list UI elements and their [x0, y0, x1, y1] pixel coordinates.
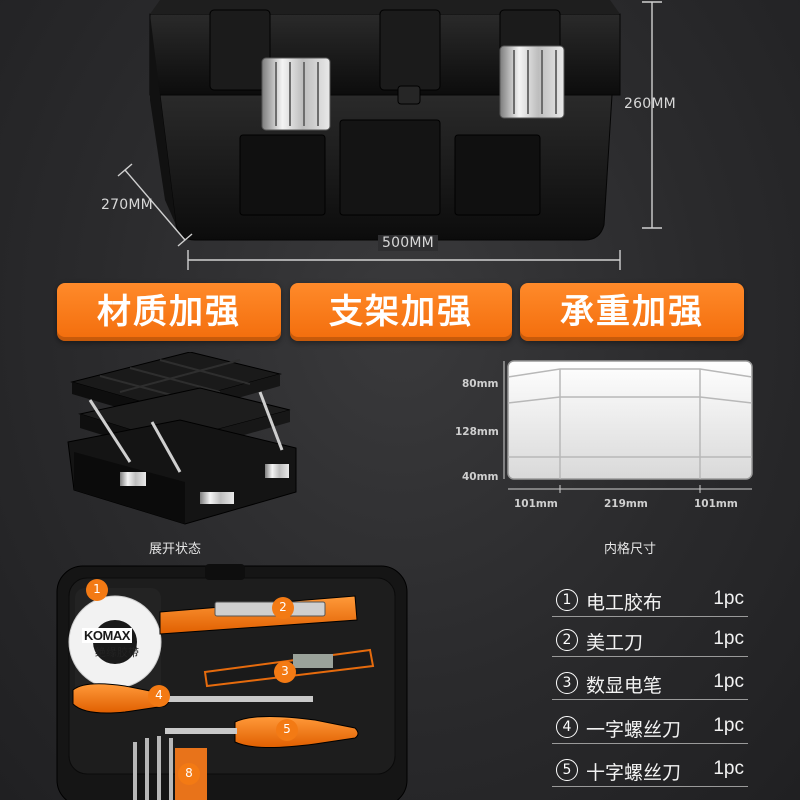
tool-row-4: 4 一字螺丝刀 1pc [552, 713, 748, 744]
tool-number-badge: 4 [556, 716, 578, 738]
compartment-height-top: 80mm [462, 378, 499, 390]
tool-name: 数显电笔 [586, 675, 663, 697]
tool-row-1: 1 电工胶布 1pc [552, 586, 748, 617]
banner-load: 承重加强 [520, 283, 744, 341]
tool-quantity: 1pc [713, 628, 744, 649]
compartment-caption: 内格尺寸 [603, 542, 656, 557]
tool-quantity: 1pc [713, 588, 744, 609]
tool-row-2: 2 美工刀 1pc [552, 626, 748, 657]
compartment-width-center: 219mm [604, 498, 648, 510]
tool-name: 电工胶布 [586, 592, 663, 614]
compartment-height-bottom: 40mm [462, 471, 499, 483]
tool-quantity: 1pc [713, 758, 744, 779]
width-dimension-label: 500MM [378, 235, 438, 251]
tool-row-5: 5 十字螺丝刀 1pc [552, 756, 748, 787]
tool-number-badge: 1 [556, 589, 578, 611]
badge-2: 2 [279, 600, 287, 614]
tool-kit-case: KOMAX 绝缘胶带 1 2 3 4 5 8 [55, 562, 410, 800]
tool-quantity: 1pc [713, 715, 744, 736]
tool-quantity: 1pc [713, 671, 744, 692]
tool-number-badge: 2 [556, 629, 578, 651]
tool-name: 一字螺丝刀 [586, 719, 682, 741]
komax-tape-logo [71, 592, 161, 630]
open-state-caption: 展开状态 [148, 542, 201, 557]
badge-8: 8 [185, 766, 193, 780]
banner-support: 支架加强 [290, 283, 512, 341]
tool-row-3: 3 数显电笔 1pc [552, 669, 748, 700]
tape-label: 绝缘胶带 [95, 646, 139, 659]
toolbox-illustration [117, 0, 662, 270]
depth-dimension-label: 270MM [101, 197, 153, 213]
tool-name: 十字螺丝刀 [586, 762, 682, 784]
badge-3: 3 [281, 664, 289, 678]
open-state-illustration [67, 352, 297, 525]
badge-1: 1 [93, 582, 101, 596]
height-dimension-label: 260MM [624, 96, 676, 112]
badge-5: 5 [283, 722, 291, 736]
badge-4: 4 [155, 688, 163, 702]
banner-material: 材质加强 [57, 283, 281, 341]
compartment-width-left: 101mm [514, 498, 558, 510]
tool-number-badge: 3 [556, 672, 578, 694]
tool-kit-illustration [56, 564, 408, 800]
compartment-diagram [503, 360, 753, 493]
compartment-width-right: 101mm [694, 498, 738, 510]
compartment-height-middle: 128mm [455, 426, 499, 438]
hero-toolbox-section: 260MM 270MM 500MM [0, 0, 800, 275]
tool-name: 美工刀 [586, 632, 644, 654]
tape-brand: KOMAX [82, 628, 132, 643]
tool-number-badge: 5 [556, 759, 578, 781]
